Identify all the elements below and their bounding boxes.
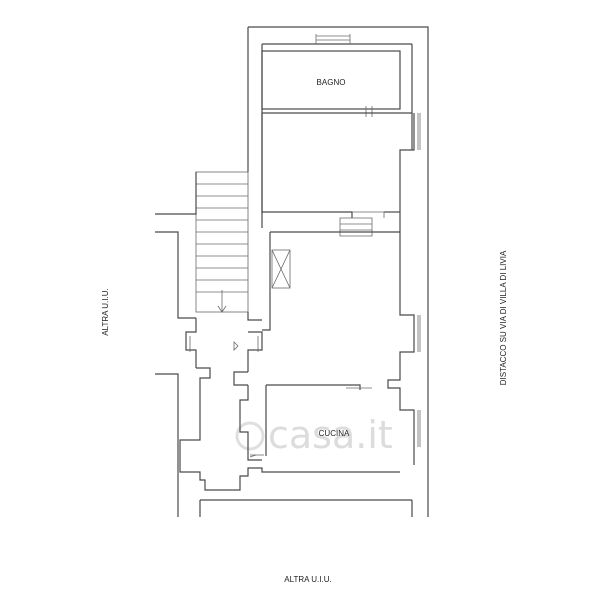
left-walls (155, 172, 263, 385)
watermark-text: casa.it (268, 413, 393, 457)
watermark-logo: casa.it (235, 413, 393, 457)
bagno-room: BAGNO (261, 34, 401, 117)
label-left-altra-uiu: ALTRA U.I.U. (101, 288, 110, 335)
bedroom-area (261, 112, 412, 331)
label-right-distacco: DISTACCO SU VIA DI VILLA DI LIVIA (499, 250, 508, 385)
landing (196, 367, 372, 390)
cucina-room: CUCINA (179, 385, 400, 491)
room-label-bagno: BAGNO (317, 78, 346, 87)
staircase (195, 171, 249, 313)
room-label-cucina: CUCINA (319, 429, 350, 438)
label-bottom-altra-uiu: ALTRA U.I.U. (284, 575, 331, 584)
shaft-symbol (271, 249, 291, 289)
